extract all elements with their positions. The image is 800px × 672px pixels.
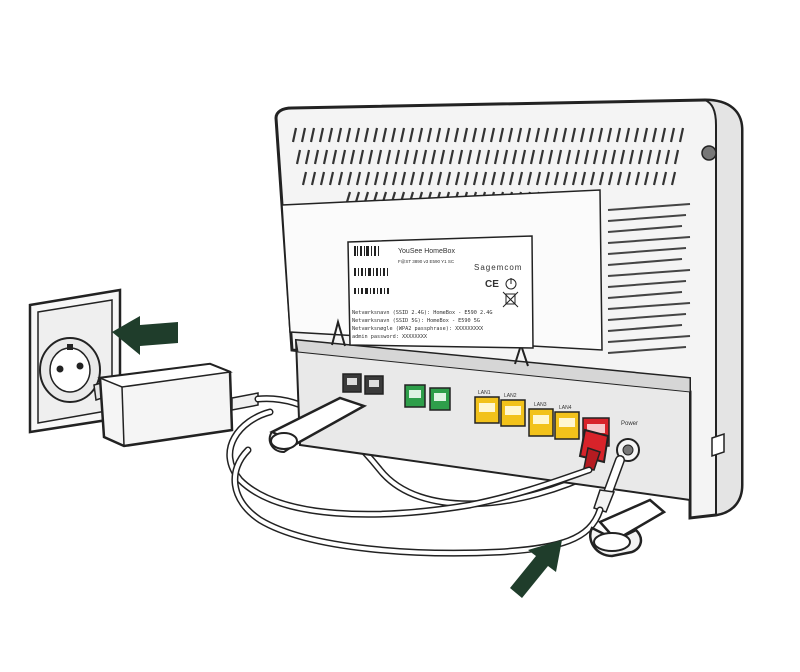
lan-port-4: LAN4 <box>554 405 580 440</box>
ethernet-cable <box>226 408 610 518</box>
green-port-2 <box>429 387 451 411</box>
barcode <box>354 246 389 294</box>
svg-text:LAN3: LAN3 <box>534 402 547 408</box>
stand-foot-right <box>589 498 667 558</box>
arrow-icon <box>510 540 562 598</box>
sticker-product: YouSee HomeBox <box>398 248 455 255</box>
phone-port-2 <box>364 375 384 395</box>
side-grille <box>607 203 691 354</box>
power-adapter-icon <box>93 362 259 448</box>
weee-bin-icon <box>502 291 519 308</box>
svg-text:LAN1: LAN1 <box>478 390 491 396</box>
sticker-model: F@ST 3890 v3 E590 Y1 SC <box>398 259 455 264</box>
sticker-wpa-key: Netværksnøgle (WPA2 passphrase): XXXXXXX… <box>352 326 484 332</box>
lan-port-2: LAN2 <box>500 393 526 427</box>
power-outlet-icon <box>28 288 122 434</box>
power-symbol-icon <box>505 278 517 290</box>
phone-port-1 <box>342 373 362 393</box>
lan-port-1: LAN1 <box>474 390 500 424</box>
svg-text:LAN2: LAN2 <box>504 393 517 399</box>
label-sticker: YouSee HomeBox F@ST 3890 v3 E590 Y1 SC S… <box>347 235 534 349</box>
sticker-admin-password: admin password: XXXXXXXX <box>352 334 428 340</box>
svg-text:LAN4: LAN4 <box>559 405 572 411</box>
lan-port-3: LAN3 <box>528 402 554 437</box>
sticker-ssid-5: Netværksnavn (SSID 5G): HomeBox - E590 5… <box>352 318 480 324</box>
svg-text:Power: Power <box>621 421 638 427</box>
arrow-icon <box>112 316 178 355</box>
status-led <box>701 145 717 161</box>
coax-cable <box>231 446 625 557</box>
sticker-brand: Sagemcom <box>474 263 522 272</box>
port-row: LAN1 LAN2 LAN3 LAN4 Power <box>342 373 640 462</box>
sticker-ssid-24: Netværksnavn (SSID 2.4G): HomeBox - E590… <box>352 310 493 316</box>
stand-foot-left <box>268 396 368 454</box>
green-port-1 <box>404 384 426 408</box>
ce-mark: CE <box>485 279 499 290</box>
power-jack: Power <box>616 421 640 462</box>
